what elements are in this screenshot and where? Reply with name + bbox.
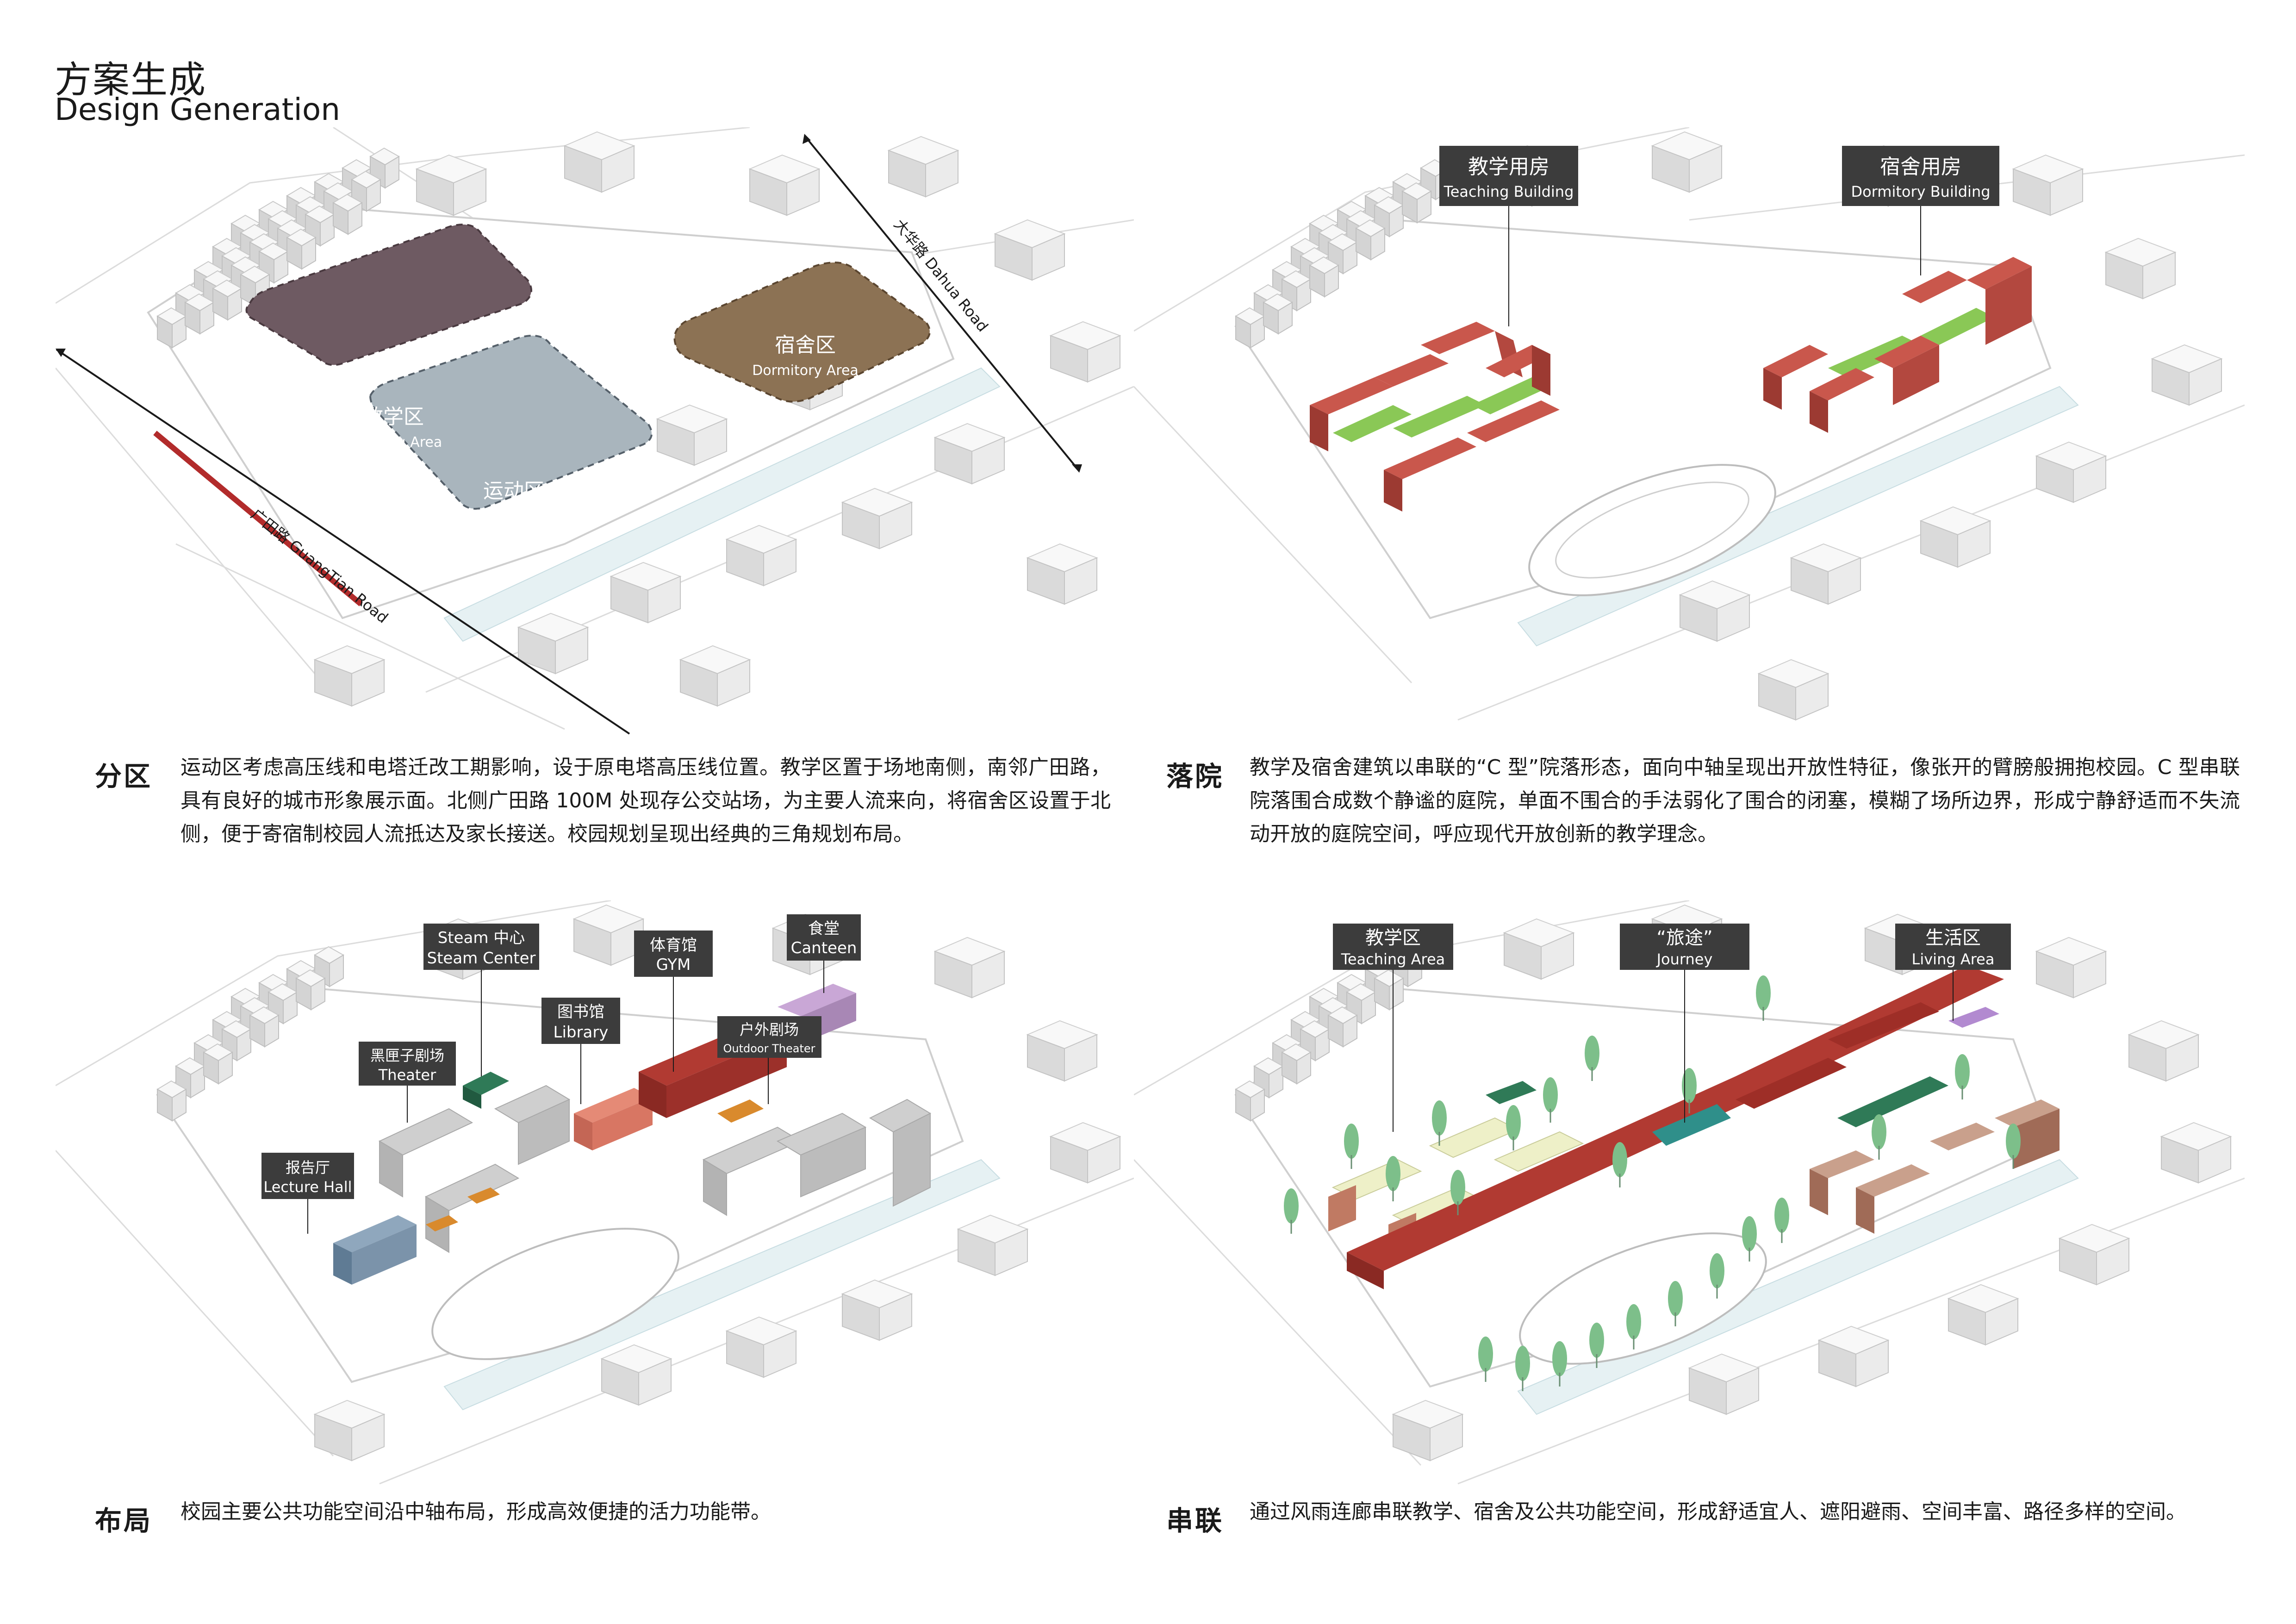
series-diagram-panel: 教学区 Teaching Area “旅途” Journey 生活区 Livin… [1134,900,2245,1502]
outdoor-theater-label: 户外剧场 Outdoor Theater [717,1016,821,1104]
courtyard-caption-key: 落院 [1166,761,1224,792]
steam-center-label-cn: Steam 中心 [438,929,525,947]
zoning-diagram-panel: 教学区 Teaching Area 运动区 Sports Area 宿舍区 Do… [56,127,1134,743]
zoning-caption-key: 分区 [95,761,153,792]
canteen-mass [778,984,856,1016]
theater-label-en: Theater [378,1066,436,1084]
teaching-zone-en: Teaching Area [344,434,442,450]
journey-label: “旅途” Journey [1620,924,1749,1123]
library-mass [574,1088,653,1123]
gym-label: 体育馆 GYM [634,931,713,1072]
dormitory-building-mass [1763,257,2032,433]
lecture-hall-mass [333,1215,417,1252]
zoning-caption: 运动区考虑高压线和电塔迁改工期影响，设于原电塔高压线位置。教学区置于场地南侧，南… [180,756,1111,846]
courtyard-diagram: 教学用房 Teaching Building 宿舍用房 Dormitory Bu… [1134,127,2245,721]
living-area-label: 生活区 Living Area [1895,924,2011,1021]
teaching-area-label: 教学区 Teaching Area [1333,924,1453,1132]
dormitory-building-label-en: Dormitory Building [1851,183,1990,200]
layout-caption: 校园主要公共功能空间沿中轴布局，形成高效便捷的活力功能带。 [180,1500,771,1524]
dormitory-zone [673,262,931,403]
teaching-area-label-en: Teaching Area [1341,950,1445,968]
page-title-cn: 方案生成 [55,58,206,101]
gym-label-en: GYM [656,956,691,974]
journey-label-en: Journey [1656,950,1713,968]
lecture-hall-label-cn: 报告厅 [286,1159,330,1176]
series-diagram: 教学区 Teaching Area “旅途” Journey 生活区 Livin… [1134,900,2245,1485]
journey-label-cn: “旅途” [1656,927,1712,949]
theater-label-cn: 黑匣子剧场 [370,1047,444,1064]
theater-label: 黑匣子剧场 Theater [359,1042,456,1123]
library-label: 图书馆 Library [541,998,620,1104]
dormitory-building-label: 宿舍用房 Dormitory Building [1842,146,1999,275]
page-title-en: Design Generation [55,92,341,127]
courtyard-caption: 教学及宿舍建筑以串联的“C 型”院落形态，面向中轴呈现出开放性特征，像张开的臂膀… [1250,756,2240,846]
canteen-label-cn: 食堂 [808,919,840,938]
canteen-label-en: Canteen [791,939,857,957]
lecture-hall-label-en: Lecture Hall [263,1178,352,1196]
teaching-area-label-cn: 教学区 [1365,927,1421,949]
dormitory-building-label-cn: 宿舍用房 [1880,155,1961,179]
teaching-building-label-cn: 教学用房 [1468,155,1549,179]
teaching-zone-cn: 教学区 [363,405,424,429]
dormitory-zone-cn: 宿舍区 [775,333,836,357]
zoning-diagram: 教学区 Teaching Area 运动区 Sports Area 宿舍区 Do… [56,127,1134,735]
gym-label-cn: 体育馆 [650,936,697,955]
teaching-zone [245,224,532,366]
living-area-label-cn: 生活区 [1925,927,1981,949]
theater-mass [467,1187,500,1204]
sports-zone-en: Sports Area [473,507,554,524]
library-label-en: Library [554,1023,609,1042]
steam-center-label-en: Steam Center [427,949,535,968]
layout-diagram-panel: Steam 中心 Steam Center 体育馆 GYM 食堂 Canteen… [56,900,1134,1502]
layout-diagram: Steam 中心 Steam Center 体育馆 GYM 食堂 Canteen… [56,900,1134,1485]
outdoor-theater-mass [717,1099,764,1123]
library-label-cn: 图书馆 [557,1003,604,1021]
series-caption: 通过风雨连廊串联教学、宿舍及公共功能空间，形成舒适宜人、遮阳避雨、空间丰富、路径… [1250,1500,2186,1524]
living-area-label-en: Living Area [1912,950,1995,968]
steam-center-label: Steam 中心 Steam Center [423,924,539,1076]
running-track [1528,464,1776,596]
lecture-hall-label: 报告厅 Lecture Hall [261,1153,354,1234]
layout-caption-key: 布局 [95,1505,153,1537]
dormitory-zone-en: Dormitory Area [752,362,859,379]
teaching-building-mass [1310,322,1560,512]
sports-zone [369,335,653,510]
canteen-label: 食堂 Canteen [787,914,861,993]
sports-zone-cn: 运动区 [483,479,544,503]
outdoor-theater-label-en: Outdoor Theater [723,1042,815,1055]
teaching-building-label-en: Teaching Building [1444,183,1574,200]
courtyard-diagram-panel: 教学用房 Teaching Building 宿舍用房 Dormitory Bu… [1134,127,2245,743]
steam-center-mass [463,1072,509,1095]
series-caption-key: 串联 [1166,1505,1224,1537]
outdoor-theater-label-cn: 户外剧场 [740,1021,799,1038]
teaching-building-label: 教学用房 Teaching Building [1439,146,1578,326]
